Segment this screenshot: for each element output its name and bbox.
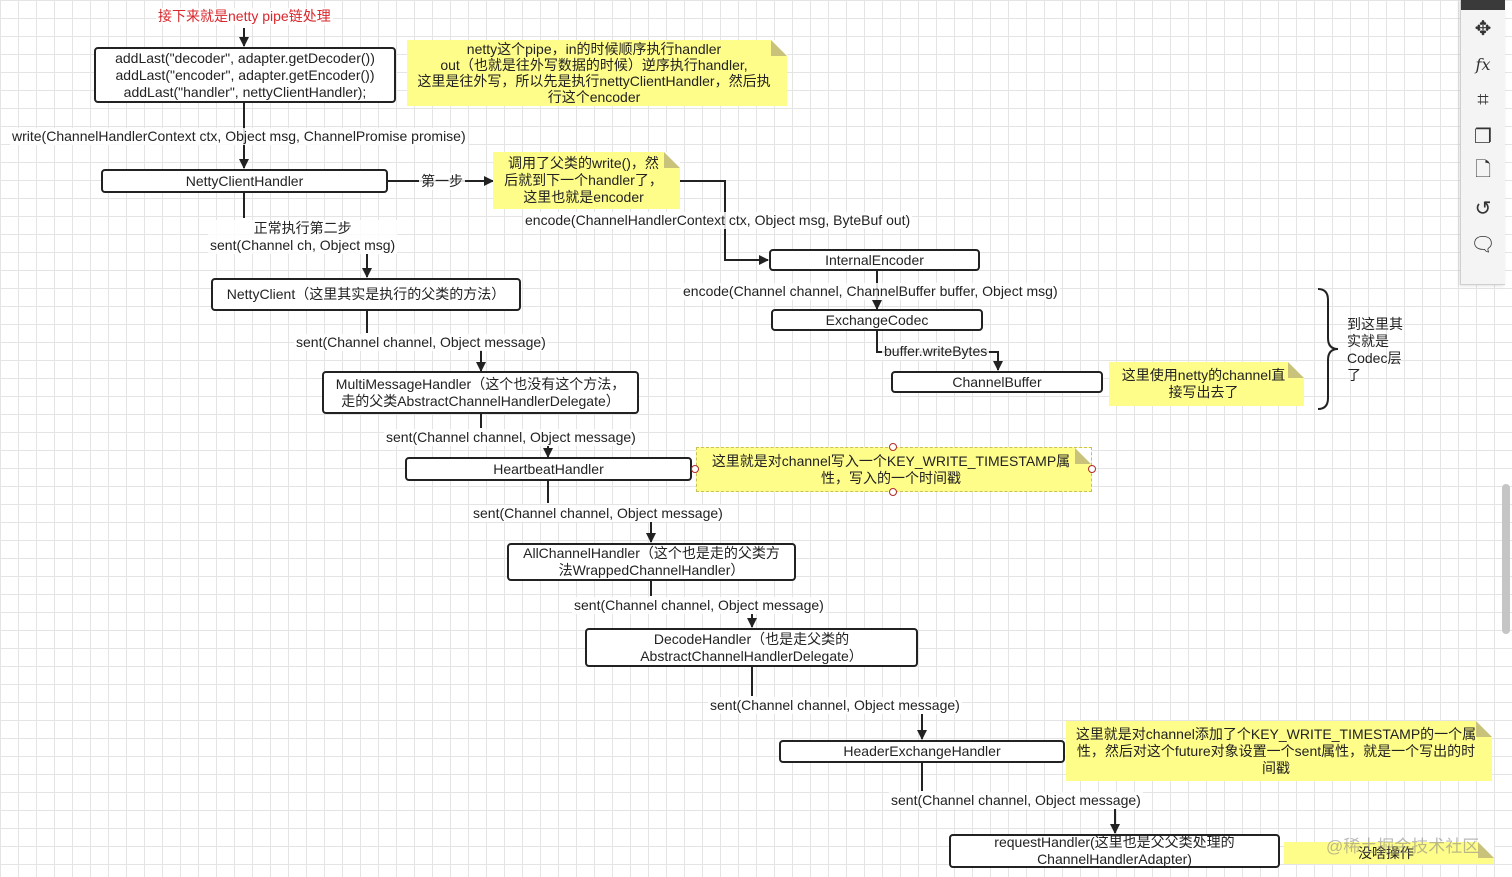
note-pipe-order-4: 行这个encoder bbox=[547, 89, 641, 105]
note-pipe-order-1: netty这个pipe，in的时候顺序执行handler bbox=[466, 41, 722, 57]
request-line-1: requestHandler(这里也是父父类处理的 bbox=[994, 834, 1235, 850]
label-step-one: 第一步 bbox=[419, 173, 465, 190]
netty-client-handler-node[interactable]: NettyClientHandler bbox=[101, 169, 388, 193]
pipeline-node[interactable]: addLast("decoder", adapter.getDecoder())… bbox=[94, 47, 396, 103]
all-channel-line-2: 法WrappedChannelHandler） bbox=[558, 562, 745, 578]
note-netty-channel-1: 这里使用netty的channel直 bbox=[1121, 367, 1286, 383]
header-exchange-handler-node[interactable]: HeaderExchangeHandler bbox=[779, 740, 1065, 763]
resize-handle-bottom[interactable] bbox=[889, 488, 897, 496]
connector-layer bbox=[239, 28, 1339, 834]
note-header-exchange[interactable]: 这里就是对channel添加了个KEY_WRITE_TIMESTAMP的一个属 … bbox=[1066, 721, 1492, 781]
diagram-canvas: 接下来就是netty pipe链处理 addLast("decoder", ad… bbox=[10, 8, 1494, 868]
note-netty-channel-2: 接写出去了 bbox=[1168, 384, 1239, 400]
label-step-two: 正常执行第二步 sent(Channel ch, Object msg) bbox=[208, 220, 398, 254]
resize-handle-top[interactable] bbox=[889, 443, 897, 451]
label-sent-6: sent(Channel channel, Object message) bbox=[889, 792, 1143, 809]
formula-icon[interactable]: fx bbox=[1475, 54, 1491, 74]
note-super-write-1: 调用了父类的write()，然 bbox=[508, 155, 659, 171]
all-channel-line-1: AllChannelHandler（这个也是走的父类方 bbox=[523, 545, 780, 561]
pages-icon[interactable]: ❐ bbox=[1474, 125, 1492, 148]
label-encode-ctx: encode(ChannelHandlerContext ctx, Object… bbox=[523, 212, 913, 229]
decode-line-1: DecodeHandler（也是走父类的 bbox=[653, 630, 850, 647]
note-super-write[interactable]: 调用了父类的write()，然 后就到下一个handler了， 这里也就是enc… bbox=[493, 152, 680, 209]
pipeline-line-3: addLast("handler", nettyClientHandler); bbox=[123, 83, 367, 100]
label-sent-4: sent(Channel channel, Object message) bbox=[572, 597, 826, 614]
note-pipe-order[interactable]: netty这个pipe，in的时候顺序执行handler out（也就是往外写数… bbox=[407, 40, 787, 106]
label-sent-5: sent(Channel channel, Object message) bbox=[708, 697, 962, 714]
note-heartbeat[interactable]: 这里就是对channel写入一个KEY_WRITE_TIMESTAMP属 性，写… bbox=[696, 447, 1092, 492]
vertical-scrollbar[interactable] bbox=[1502, 484, 1510, 634]
resize-handle-left[interactable] bbox=[691, 465, 699, 473]
pipeline-line-1: addLast("decoder", adapter.getDecoder()) bbox=[115, 49, 375, 66]
decode-handler-node[interactable]: DecodeHandler（也是走父类的 AbstractChannelHand… bbox=[585, 628, 918, 667]
note-super-write-2: 后就到下一个handler了， bbox=[504, 172, 663, 188]
format-toolbar: ✥ fx ⌗ ❐ 🗋 ↺ 🗨 bbox=[1460, 0, 1505, 285]
all-channel-handler-node[interactable]: AllChannelHandler（这个也是走的父类方 法WrappedChan… bbox=[507, 543, 796, 581]
note-heartbeat-2: 性，写入的一个时间戳 bbox=[821, 469, 961, 486]
label-step-two-1: 正常执行第二步 bbox=[253, 220, 352, 236]
request-handler-node[interactable]: requestHandler(这里也是父父类处理的 ChannelHandler… bbox=[949, 834, 1280, 868]
codec-brace bbox=[1317, 288, 1339, 410]
multi-message-line-2: 走的父类AbstractChannelHandlerDelegate） bbox=[341, 392, 620, 409]
exchange-codec-node[interactable]: ExchangeCodec bbox=[771, 309, 983, 331]
note-nothing[interactable]: 没啥操作 bbox=[1284, 842, 1494, 864]
label-encode-channel: encode(Channel channel, ChannelBuffer bu… bbox=[681, 283, 1060, 300]
request-line-2: ChannelHandlerAdapter) bbox=[1037, 851, 1192, 867]
label-codec-layer-4: 了 bbox=[1347, 367, 1361, 383]
note-pipe-order-3: 这里是往外写，所以先是执行nettyClientHandler，然后执 bbox=[417, 73, 771, 89]
heartbeat-handler-node[interactable]: HeartbeatHandler bbox=[405, 457, 692, 481]
page-title: 接下来就是netty pipe链处理 bbox=[156, 8, 333, 25]
resize-handle-right[interactable] bbox=[1088, 465, 1096, 473]
note-netty-channel[interactable]: 这里使用netty的channel直 接写出去了 bbox=[1109, 362, 1304, 406]
comment-icon[interactable]: 🗨 bbox=[1470, 233, 1496, 256]
crop-icon[interactable]: ⌗ bbox=[1477, 88, 1489, 111]
netty-client-node[interactable]: NettyClient（这里其实是执行的父类的方法） bbox=[211, 278, 521, 311]
watermark: @稀土掘金技术社区 bbox=[1326, 837, 1480, 856]
label-write-bytes: buffer.writeBytes bbox=[882, 343, 990, 360]
multi-message-handler-node[interactable]: MultiMessageHandler（这个也没有这个方法， 走的父类Abstr… bbox=[322, 371, 639, 414]
note-super-write-3: 这里也就是encoder bbox=[523, 189, 644, 205]
label-codec-layer-3: Codec层 bbox=[1347, 350, 1402, 366]
label-codec-layer-1: 到这里其 bbox=[1347, 316, 1403, 332]
move-icon[interactable]: ✥ bbox=[1474, 17, 1492, 40]
toolbar-top-bar bbox=[1461, 0, 1505, 10]
note-heartbeat-1: 这里就是对channel写入一个KEY_WRITE_TIMESTAMP属 bbox=[711, 452, 1071, 469]
label-codec-layer-2: 实就是 bbox=[1347, 333, 1389, 349]
note-header-2: 性，然后对这个future对象设置一个sent属性，就是一个写出的时 bbox=[1076, 742, 1476, 759]
history-icon[interactable]: ↺ bbox=[1474, 197, 1492, 220]
label-write: write(ChannelHandlerContext ctx, Object … bbox=[10, 128, 468, 145]
channel-buffer-node[interactable]: ChannelBuffer bbox=[891, 371, 1103, 393]
note-header-3: 间戳 bbox=[1262, 759, 1290, 776]
label-sent-3: sent(Channel channel, Object message) bbox=[471, 505, 725, 522]
note-header-1: 这里就是对channel添加了个KEY_WRITE_TIMESTAMP的一个属 bbox=[1075, 725, 1477, 742]
page-icon[interactable]: 🗋 bbox=[1474, 159, 1492, 181]
label-sent-2: sent(Channel channel, Object message) bbox=[384, 429, 638, 446]
note-nothing-text: 没啥操作 bbox=[1358, 844, 1414, 861]
pipeline-line-2: addLast("encoder", adapter.getEncoder()) bbox=[115, 66, 375, 83]
multi-message-line-1: MultiMessageHandler（这个也没有这个方法， bbox=[335, 375, 626, 392]
label-codec-layer: 到这里其 实就是 Codec层 了 bbox=[1345, 316, 1405, 384]
label-sent-1: sent(Channel channel, Object message) bbox=[294, 334, 548, 351]
decode-line-2: AbstractChannelHandlerDelegate） bbox=[640, 647, 863, 664]
label-step-two-2: sent(Channel ch, Object msg) bbox=[210, 237, 396, 253]
note-pipe-order-2: out（也就是往外写数据的时候）逆序执行handler, bbox=[440, 57, 748, 73]
internal-encoder-node[interactable]: InternalEncoder bbox=[769, 249, 980, 271]
